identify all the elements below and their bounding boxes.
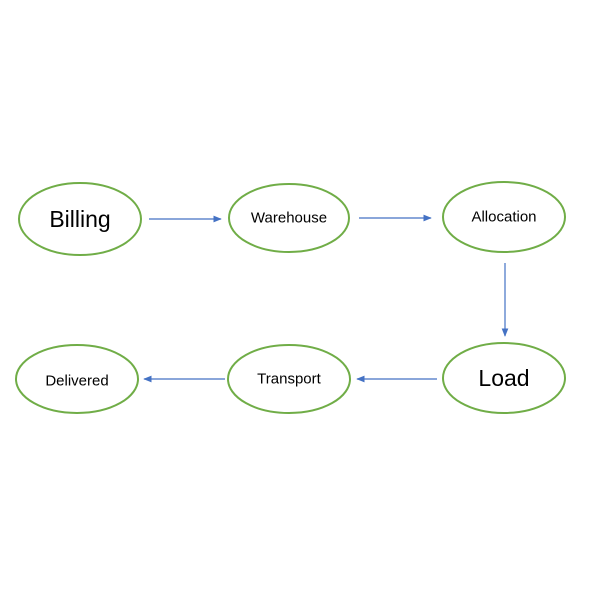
node-transport: Transport (227, 344, 351, 414)
node-load-shape (442, 342, 566, 414)
node-warehouse-label: Warehouse (251, 210, 327, 227)
node-transport-shape (227, 344, 351, 414)
node-transport-label: Transport (257, 371, 321, 388)
node-allocation-shape (442, 181, 566, 253)
node-allocation: Allocation (442, 181, 566, 253)
node-billing: Billing (18, 182, 142, 256)
process-nodes: Billing Warehouse Allocation Load Transp… (15, 181, 566, 414)
node-allocation-label: Allocation (471, 209, 536, 226)
node-billing-shape (18, 182, 142, 256)
node-load-label: Load (478, 365, 529, 391)
node-delivered-shape (15, 344, 139, 414)
node-warehouse-shape (228, 183, 350, 253)
node-load: Load (442, 342, 566, 414)
node-billing-label: Billing (49, 206, 110, 232)
connectors (143, 214, 509, 383)
node-delivered-label: Delivered (45, 373, 108, 390)
node-delivered: Delivered (15, 344, 139, 414)
node-warehouse: Warehouse (228, 183, 350, 253)
